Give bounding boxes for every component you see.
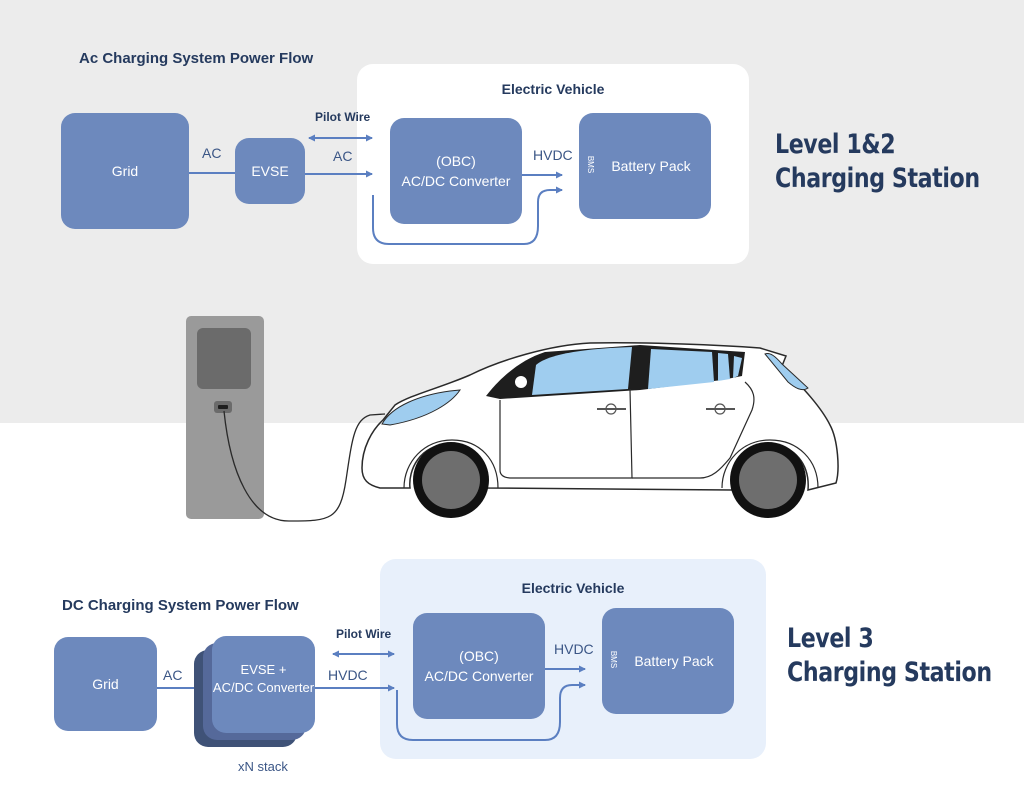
car-rear-window [648, 349, 714, 389]
electric-car-icon [361, 342, 839, 518]
dc-grid-to-evse-label: AC [163, 667, 183, 683]
dc-ev-panel-title: Electric Vehicle [521, 580, 625, 596]
ac-battery-label: Battery Pack [611, 158, 691, 174]
car-rear-door [632, 381, 755, 479]
dc-evse-line-1: EVSE + [240, 661, 287, 677]
dc-bypass-arrow [396, 681, 586, 741]
charger-screen [197, 328, 251, 389]
ac-bypass-arrow [372, 186, 563, 245]
ac-evse-label: EVSE [251, 163, 289, 179]
dc-battery-box: Battery Pack [602, 608, 734, 714]
ac-battery-box: Battery Pack [579, 113, 711, 219]
ac-obc-box: (OBC) AC/DC Converter [390, 118, 522, 224]
ac-evse-box: EVSE [235, 138, 305, 204]
car-front-window [532, 347, 632, 395]
ac-obc-line-2: AC/DC Converter [401, 173, 511, 189]
dc-level-line-2: Charging Station [787, 657, 992, 688]
ac-level-heading: Level 1&2 Charging Station [775, 128, 980, 196]
ac-grid-to-evse-label: AC [202, 145, 222, 161]
ac-section-title: Ac Charging System Power Flow [79, 50, 314, 67]
ac-obc-line-1: (OBC) [436, 153, 476, 169]
dc-pilot-wire-label: Pilot Wire [336, 627, 392, 641]
car-side-mirror [515, 376, 527, 388]
dc-stack-caption: xN stack [238, 759, 288, 774]
dc-obc-box: (OBC) AC/DC Converter [413, 613, 545, 719]
dc-obc-line-2: AC/DC Converter [424, 668, 534, 684]
car-back-glass [764, 353, 809, 391]
dc-evse-to-ev-label: HVDC [328, 667, 368, 683]
dc-grid-box: Grid [54, 637, 157, 731]
ac-level-line-1: Level 1&2 [775, 129, 896, 160]
ac-ev-panel-title: Electric Vehicle [501, 81, 605, 97]
car-front-door [499, 388, 633, 479]
ac-pilot-wire-label: Pilot Wire [315, 110, 371, 124]
ac-grid-label: Grid [111, 163, 139, 179]
rear-hub [739, 451, 797, 509]
front-hub [422, 451, 480, 509]
dc-section-title: DC Charging System Power Flow [62, 597, 299, 614]
dc-evse-line-2: AC/DC Converter [212, 679, 315, 695]
dc-battery-label: Battery Pack [634, 653, 714, 669]
dc-obc-line-1: (OBC) [459, 648, 499, 664]
ac-grid-box: Grid [61, 113, 189, 229]
ac-evse-to-ev-label: AC [333, 148, 353, 164]
charging-cable [223, 410, 386, 522]
ac-obc-to-battery-label: HVDC [533, 147, 573, 163]
dc-level-line-1: Level 3 [787, 623, 874, 654]
ac-level-line-2: Charging Station [775, 163, 980, 194]
car-headlight [381, 389, 462, 426]
dc-evse-converter-box: EVSE + AC/DC Converter [212, 636, 315, 733]
dc-grid-label: Grid [92, 676, 119, 692]
dc-obc-to-battery-label: HVDC [554, 641, 594, 657]
dc-level-heading: Level 3 Charging Station [787, 622, 992, 690]
